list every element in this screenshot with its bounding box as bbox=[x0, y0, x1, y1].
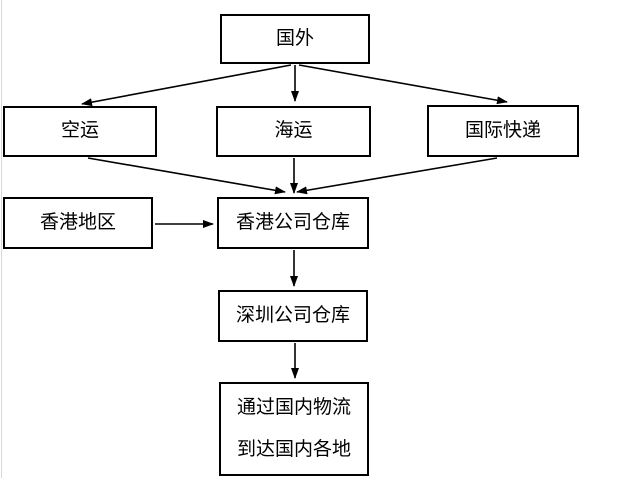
node-overseas: 国外 bbox=[220, 14, 370, 64]
node-intl-express-label: 国际快递 bbox=[464, 119, 541, 141]
node-air-freight-label: 空运 bbox=[60, 120, 99, 142]
node-domestic-delivery-label-line1: 通过国内物流 bbox=[236, 396, 351, 418]
node-hk-area: 香港地区 bbox=[3, 197, 153, 249]
arrow-air-freight-to-hk-warehouse bbox=[87, 157, 286, 195]
arrow-overseas-to-intl-express bbox=[298, 64, 508, 105]
node-sea-freight: 海运 bbox=[216, 106, 371, 157]
node-domestic-delivery: 通过国内物流 到达国内各地 bbox=[219, 382, 369, 476]
node-sea-freight-label: 海运 bbox=[274, 120, 313, 142]
arrow-overseas-to-air-freight bbox=[81, 64, 292, 107]
node-sz-warehouse-label: 深圳公司仓库 bbox=[235, 304, 350, 326]
node-sz-warehouse: 深圳公司仓库 bbox=[218, 290, 368, 342]
node-hk-area-label: 香港地区 bbox=[39, 211, 116, 233]
arrow-intl-express-to-hk-warehouse bbox=[296, 157, 498, 195]
node-hk-warehouse-label: 香港公司仓库 bbox=[235, 211, 350, 233]
node-intl-express: 国际快递 bbox=[427, 105, 579, 157]
node-hk-warehouse: 香港公司仓库 bbox=[217, 197, 369, 249]
page-edge-line bbox=[1, 0, 2, 478]
node-domestic-delivery-label-line2: 到达国内各地 bbox=[236, 438, 351, 460]
node-overseas-label: 国外 bbox=[275, 27, 314, 49]
node-air-freight: 空运 bbox=[3, 106, 157, 157]
